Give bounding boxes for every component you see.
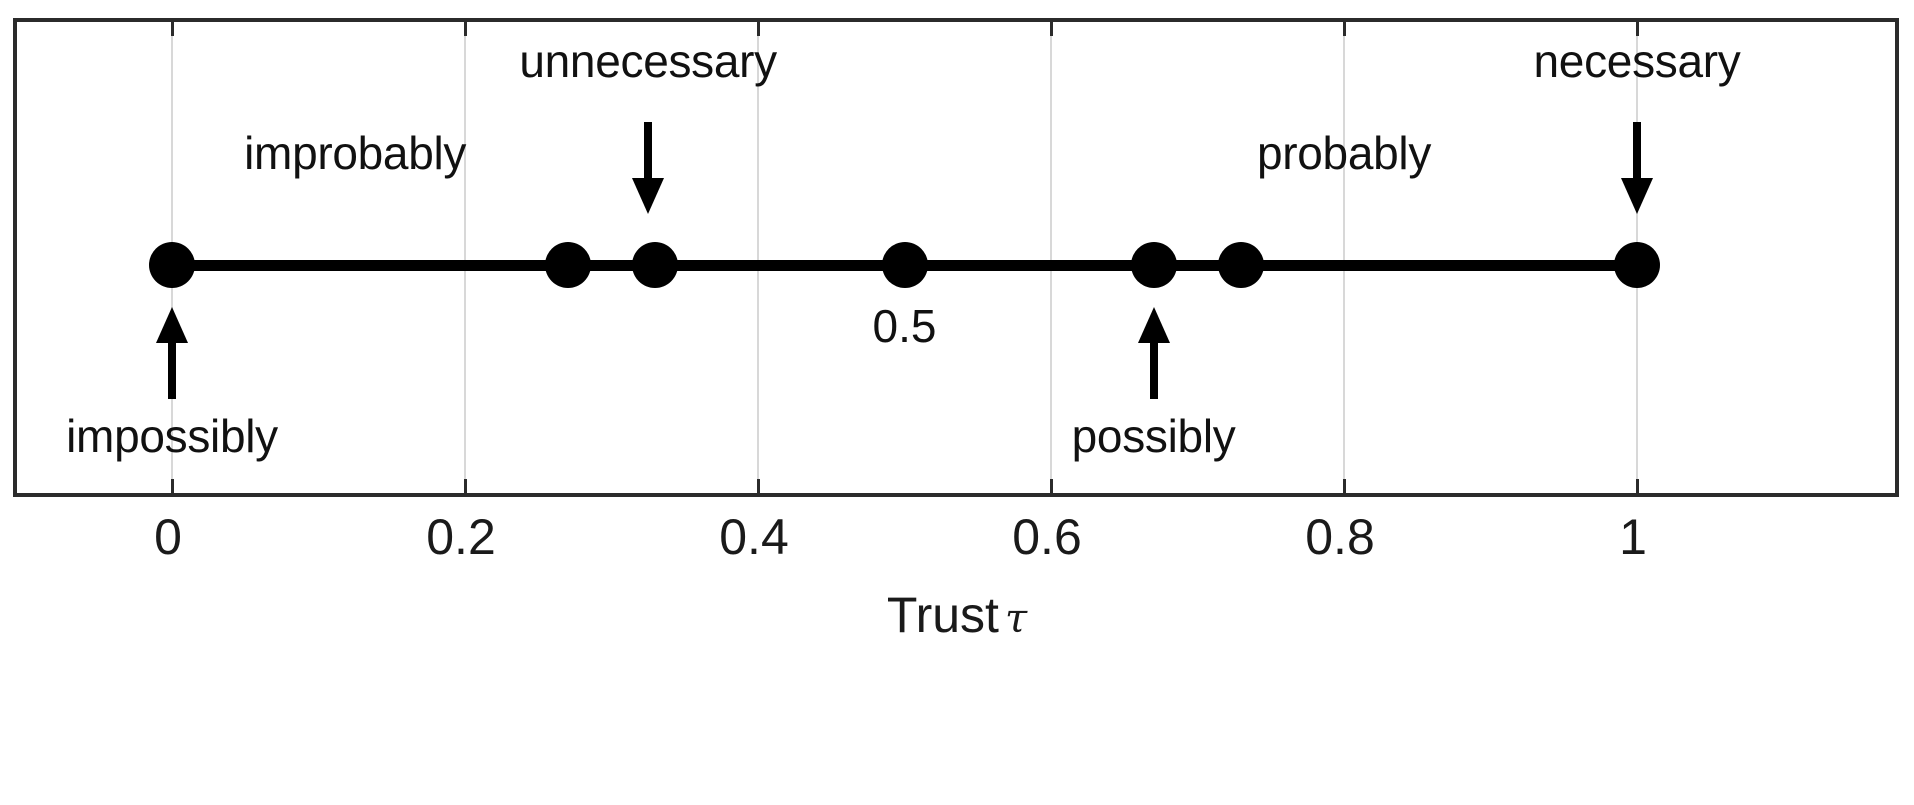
x-tick-top-0.8: [1342, 22, 1346, 36]
x-tick-top-0.6: [1049, 22, 1053, 36]
arrow-down-icon-necessary: [1617, 122, 1657, 214]
gridline-0.2: [464, 22, 466, 493]
x-axis-title-text: Trust: [886, 587, 999, 643]
trust-point-1: [1614, 242, 1660, 288]
trust-point-0: [149, 242, 195, 288]
trust-point-0.33: [632, 242, 679, 288]
trust-point-0.5: [881, 242, 928, 288]
annotation-label-necessary: necessary: [1533, 35, 1741, 87]
x-tick-0: [170, 479, 174, 493]
tau-symbol: τ: [1004, 596, 1028, 642]
arrow-up-icon-possibly: [1134, 307, 1174, 399]
annotation-label-impossibly: impossibly: [66, 410, 278, 462]
x-tick-0.2: [463, 479, 467, 493]
annotation-label-possibly: possibly: [1071, 410, 1236, 462]
x-tick-label-1: 1: [1619, 509, 1647, 565]
annotation-label-improbably: improbably: [244, 127, 467, 179]
x-tick-label-0.8: 0.8: [1305, 509, 1375, 565]
trust-point-0.67: [1130, 242, 1177, 288]
x-tick-label-0.4: 0.4: [719, 509, 789, 565]
plot-axes-frame: unnecessary necessary improbably probably i…: [13, 18, 1899, 497]
x-tick-label-0: 0: [154, 509, 182, 565]
x-tick-top-0: [170, 22, 174, 36]
x-tick-1: [1635, 479, 1639, 493]
x-tick-top-0.2: [463, 22, 467, 36]
midpoint-value-label: 0.5: [872, 300, 937, 352]
trust-point-0.73: [1218, 242, 1265, 288]
arrow-up-icon-impossibly: [152, 307, 192, 399]
gridline-0.6: [1050, 22, 1052, 493]
gridline-0.8: [1343, 22, 1345, 493]
x-tick-0.8: [1342, 479, 1346, 493]
annotation-label-unnecessary: unnecessary: [519, 35, 777, 87]
arrow-down-icon-unnecessary: [628, 122, 668, 214]
trust-point-0.27: [544, 242, 591, 288]
x-tick-label-0.6: 0.6: [1012, 509, 1082, 565]
x-tick-top-0.4: [756, 22, 760, 36]
x-tick-top-1: [1635, 22, 1639, 36]
x-tick-0.4: [756, 479, 760, 493]
x-tick-label-0.2: 0.2: [426, 509, 496, 565]
annotation-label-probably: probably: [1256, 127, 1432, 179]
gridline-0.4: [757, 22, 759, 493]
x-tick-0.6: [1049, 479, 1053, 493]
